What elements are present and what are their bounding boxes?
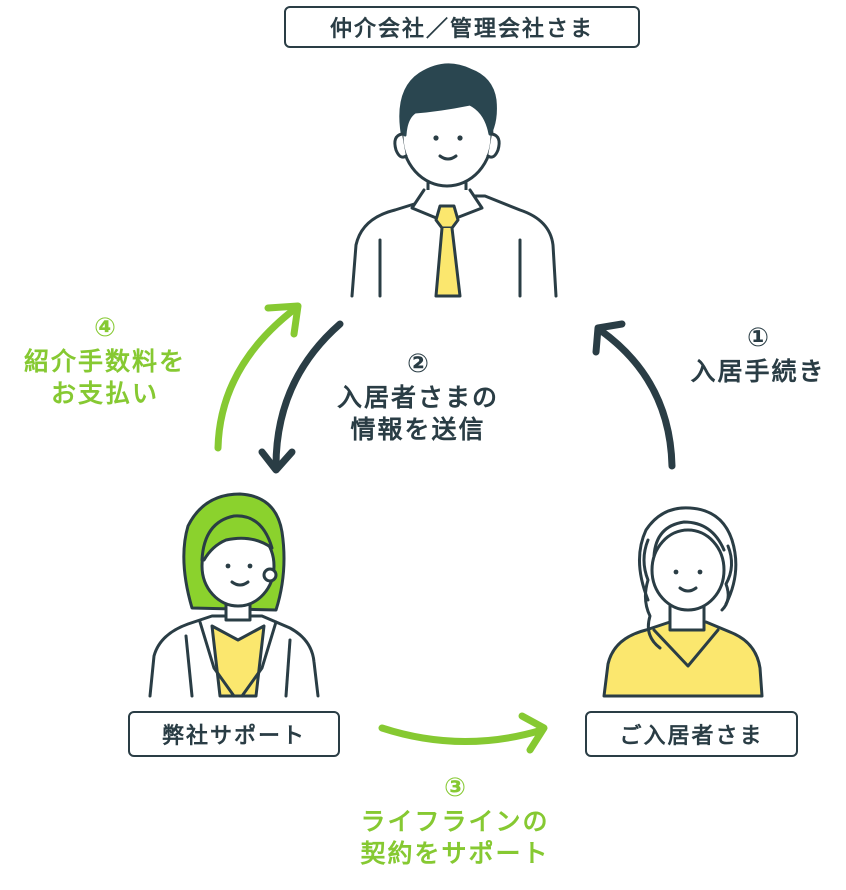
step-2-text: 入居者さまの 情報を送信 [336,382,499,445]
step-3-number: ③ [443,773,466,803]
step-4-label: ④ 紹介手数料を お支払い [0,312,210,411]
node-support-label: 弊社サポート [161,724,306,749]
arrow-icon [214,302,676,754]
node-agency: 仲介会社／管理会社さま [284,6,640,48]
step-1-number: ① [746,323,769,353]
resident-woman-icon [602,506,764,698]
node-agency-label: 仲介会社／管理会社さま [329,17,594,42]
step-2-label: ② 入居者さまの 情報を送信 [308,348,528,447]
step-3-label: ③ ライフラインの 契約をサポート [310,772,600,871]
step-3-text: ライフラインの 契約をサポート [360,806,550,869]
node-resident-label: ご入居者さま [619,724,764,749]
node-resident: ご入居者さま [585,711,798,757]
step-4-number: ④ [93,313,116,343]
businessman-icon [350,63,558,298]
support-woman-icon [148,492,320,698]
step-1-label: ① 入居手続き [672,322,844,388]
step-4-text: 紹介手数料を お支払い [23,346,186,409]
node-support: 弊社サポート [128,711,340,757]
step-1-text: 入居手続き [690,356,826,386]
step-2-number: ② [406,349,429,379]
